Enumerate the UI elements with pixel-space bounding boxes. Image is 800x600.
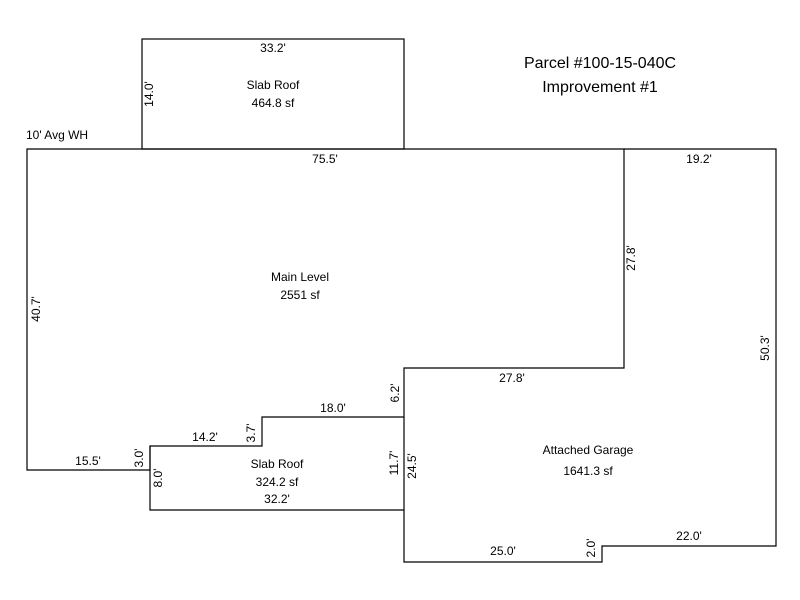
dim-garage-top: 19.2': [686, 152, 712, 166]
dim-garage-bottom-left: 25.0': [490, 544, 516, 558]
dim-slab-bottom-width: 32.2': [264, 492, 290, 506]
main-level-name: Main Level: [271, 270, 329, 284]
dim-main-bottom-left: 15.5': [75, 454, 101, 468]
dim-main-top: 75.5': [312, 152, 338, 166]
slab-roof-bottom-name: Slab Roof: [251, 457, 304, 471]
dim-notch-top: 18.0': [320, 401, 346, 415]
slab-roof-top-outline: [141, 38, 405, 150]
attached-garage-outline: [403, 148, 777, 563]
main-level-size: 2551 sf: [280, 288, 320, 302]
dim-slab-top-width: 33.2': [260, 41, 286, 55]
dim-main-step-horizontal: 27.8': [499, 371, 525, 385]
dim-main-step-vertical: 6.2': [388, 384, 402, 403]
slab-roof-top-name: Slab Roof: [247, 78, 300, 92]
attached-garage-name: Attached Garage: [543, 443, 634, 457]
dim-notch-small-vertical: 3.0': [132, 449, 146, 468]
dim-slab-top-depth: 14.0': [142, 81, 156, 107]
dim-garage-right: 50.3': [758, 335, 772, 361]
slab-roof-bottom-size: 324.2 sf: [256, 475, 299, 489]
wall-height-note: 10' Avg WH: [26, 128, 88, 142]
parcel-title: Parcel #100-15-040C: [524, 55, 676, 72]
dim-main-right-upper: 27.8': [624, 245, 638, 271]
dim-garage-left: 24.5': [405, 453, 419, 479]
dim-main-left: 40.7': [29, 296, 43, 322]
main-level-outline: [26, 148, 625, 471]
slab-roof-bottom-outline: [149, 417, 405, 511]
dim-notch-left-top: 14.2': [192, 430, 218, 444]
attached-garage-size: 1641.3 sf: [563, 464, 613, 478]
dim-garage-bottom-right: 22.0': [676, 529, 702, 543]
dim-notch-vertical: 3.7': [244, 424, 258, 443]
dim-garage-step: 2.0': [584, 539, 598, 558]
dim-slab-bottom-depth: 8.0': [151, 469, 165, 488]
improvement-title: Improvement #1: [542, 79, 658, 96]
slab-roof-top-size: 464.8 sf: [252, 96, 295, 110]
dim-slab-bottom-right: 11.7': [387, 451, 401, 476]
